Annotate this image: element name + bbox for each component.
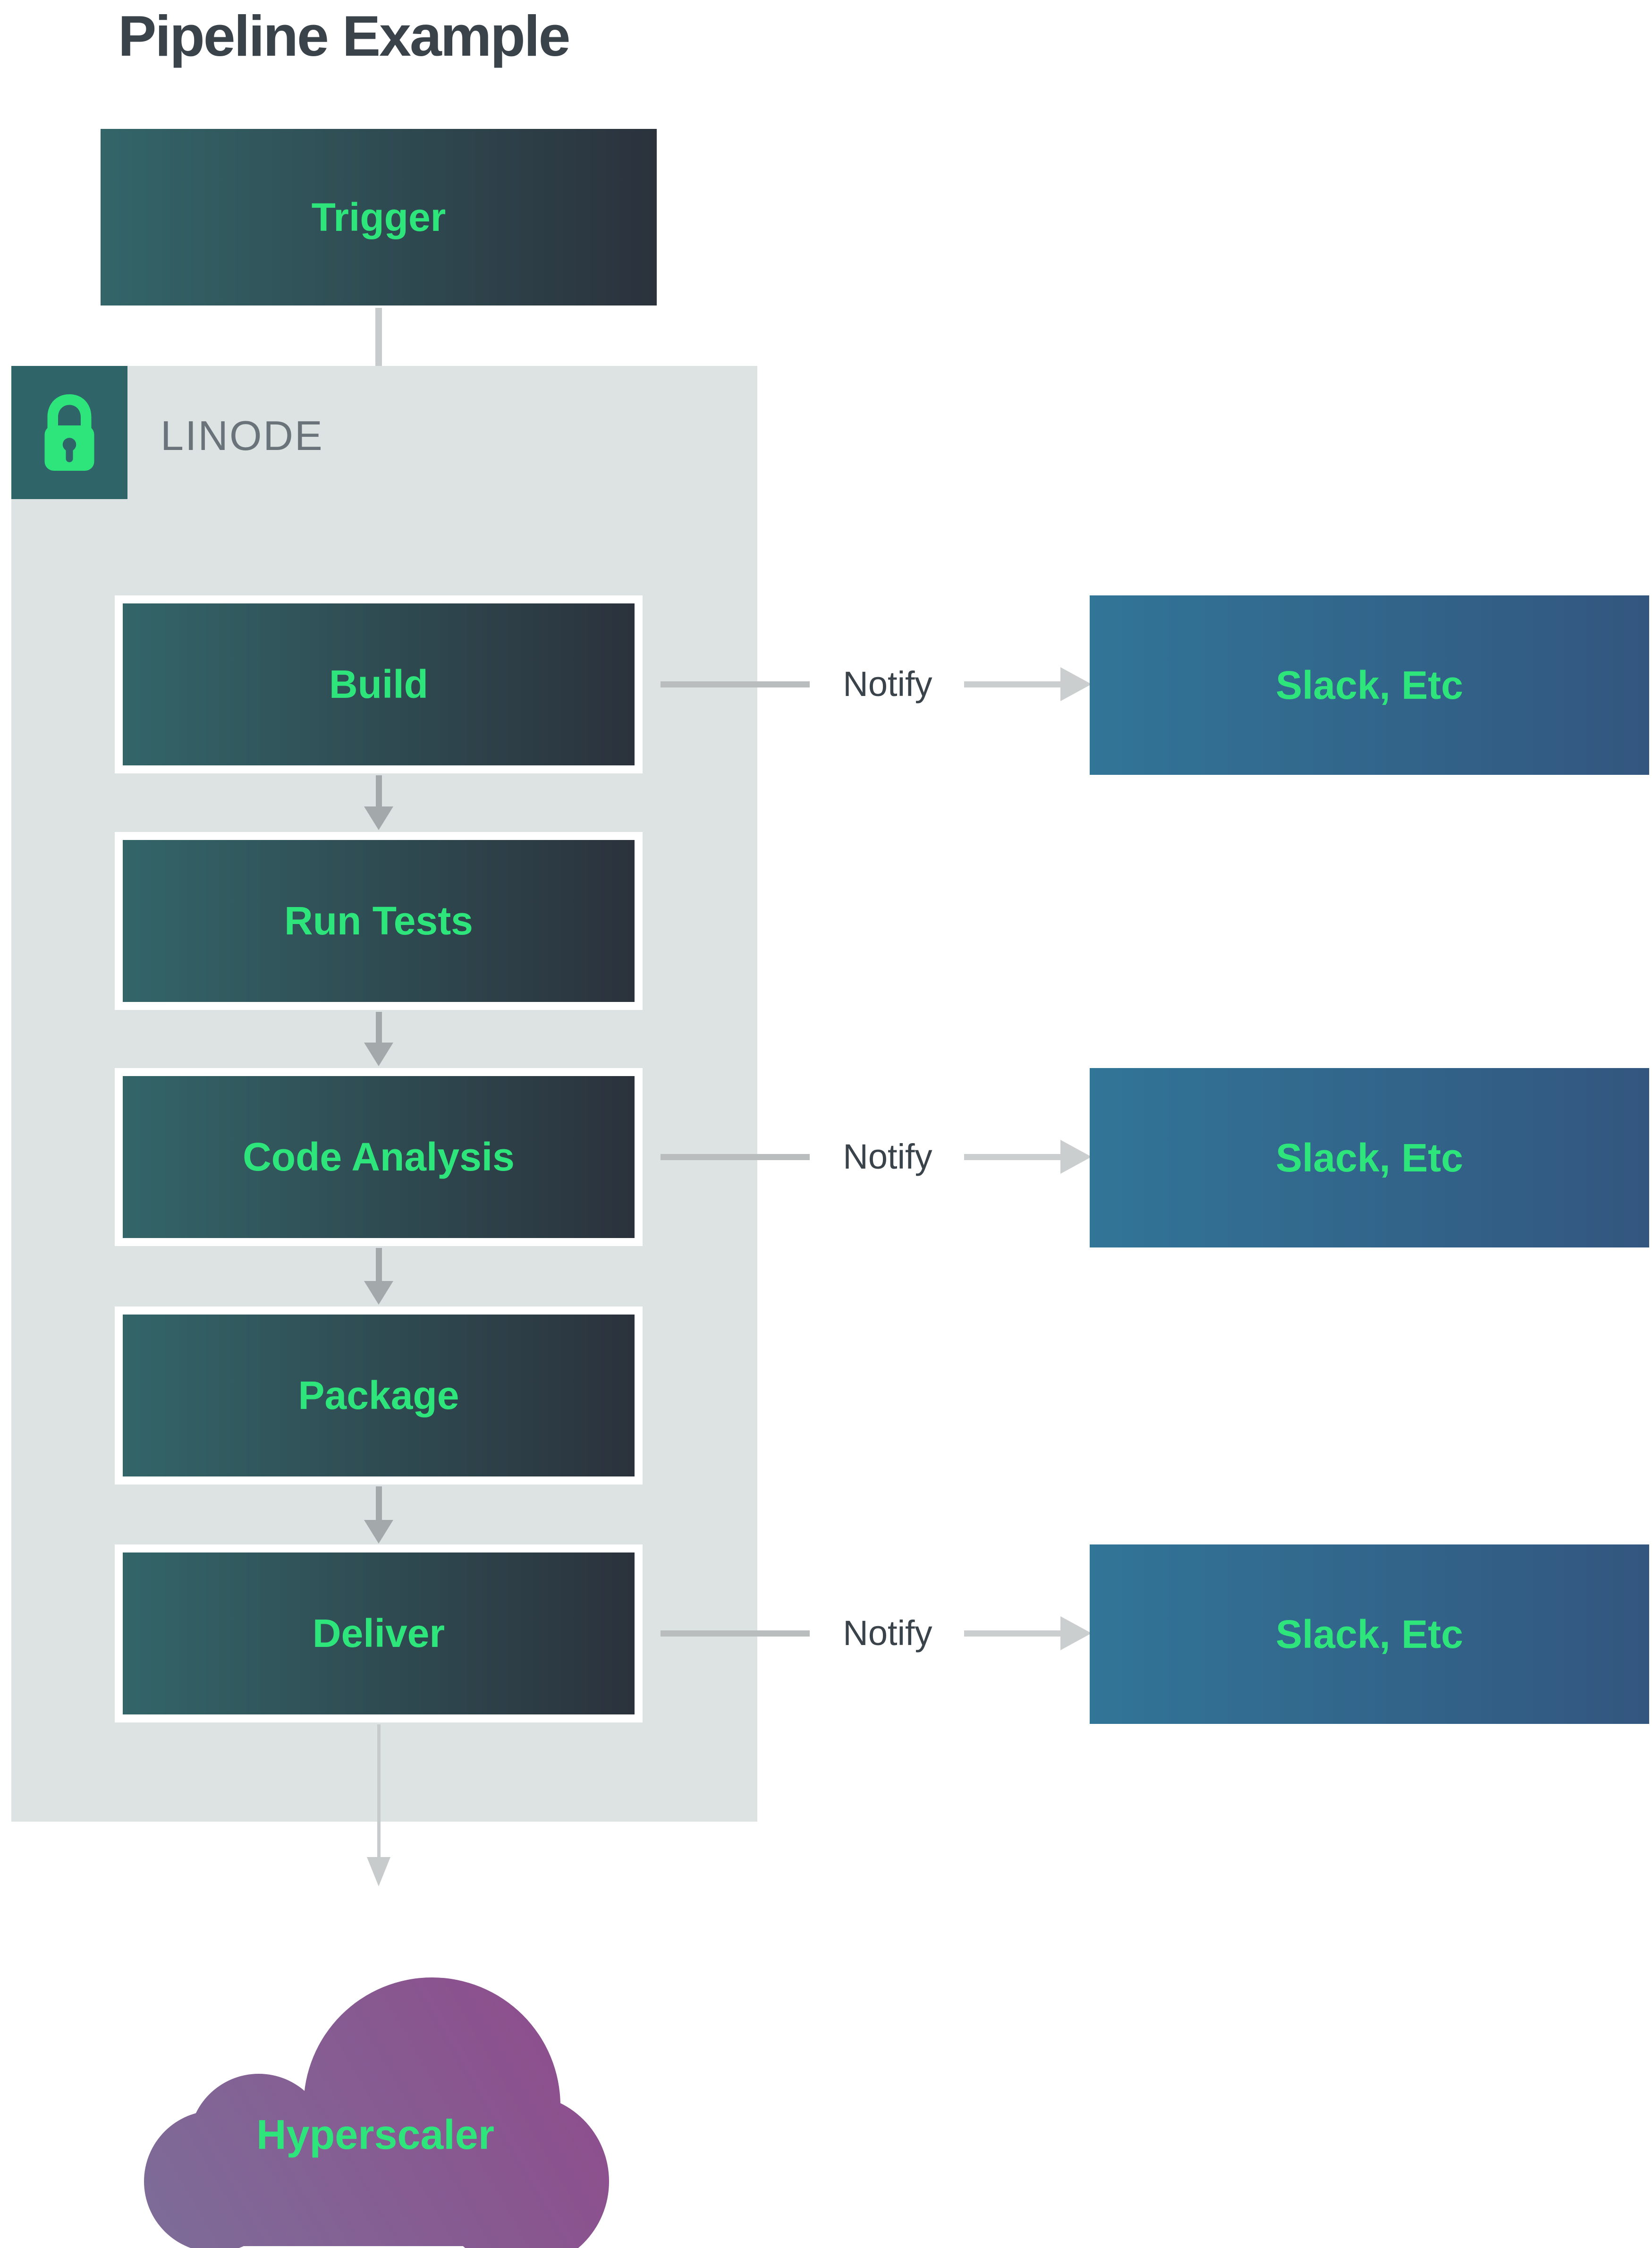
arrow-head-icon [364, 806, 393, 830]
notify-arrow-line [964, 1630, 1062, 1637]
notify-target-label: Slack, Etc [1276, 1612, 1463, 1656]
stage-label: Run Tests [284, 899, 473, 943]
stage-node-package-surface: Package [123, 1315, 635, 1476]
notify-target-label: Slack, Etc [1276, 662, 1463, 707]
notify-target-label: Slack, Etc [1276, 1135, 1463, 1180]
stage-label: Code Analysis [243, 1135, 515, 1179]
cloud-shape [144, 1977, 609, 2248]
stage-label: Package [298, 1373, 459, 1417]
trigger-label: Trigger [311, 195, 446, 239]
stage-node-build: Build [115, 595, 643, 773]
notify-arrow-head-icon [1060, 1140, 1092, 1174]
arrow-line [377, 1724, 381, 1858]
arrow-line [376, 1486, 382, 1521]
stage-label: Deliver [312, 1611, 445, 1655]
page-title: Pipeline Example [118, 4, 571, 68]
arrow-line [376, 1248, 382, 1282]
arrow-line [376, 775, 382, 807]
notify-target-node: Slack, Etc [1090, 1068, 1649, 1247]
arrow-head-icon [364, 1281, 393, 1305]
arrow-head-icon [364, 1043, 393, 1066]
lock-badge [11, 366, 127, 499]
notify-label: Notify [843, 1137, 932, 1176]
stage-node-code-analysis-surface: Code Analysis [123, 1076, 635, 1238]
stage-node-deliver-surface: Deliver [123, 1552, 635, 1714]
notify-connector-line [661, 681, 810, 687]
stage-node-run-tests: Run Tests [115, 832, 643, 1010]
notify-arrow-line [964, 681, 1062, 687]
linode-container-label: LINODE [161, 412, 324, 459]
notify-connector-line [661, 1154, 810, 1160]
notify-target-node: Slack, Etc [1090, 595, 1649, 775]
notify-arrow-head-icon [1060, 1616, 1092, 1650]
arrow-head-icon [367, 1857, 390, 1886]
stage-node-run-tests-surface: Run Tests [123, 840, 635, 1002]
notify-connector-line [661, 1630, 810, 1637]
stage-node-package: Package [115, 1306, 643, 1485]
notify-label: Notify [843, 664, 932, 704]
arrow-head-icon [364, 1520, 393, 1544]
stage-node-deliver: Deliver [115, 1544, 643, 1722]
lock-icon [44, 394, 94, 471]
stage-node-code-analysis: Code Analysis [115, 1068, 643, 1246]
notify-arrow-head-icon [1060, 667, 1092, 701]
arrow-line [376, 1012, 382, 1043]
stage-label: Build [329, 662, 428, 706]
stage-node-build-surface: Build [123, 603, 635, 765]
notify-label: Notify [843, 1613, 932, 1653]
notify-arrow-line [964, 1154, 1062, 1160]
cloud-label: Hyperscaler [256, 2111, 494, 2158]
notify-target-node: Slack, Etc [1090, 1544, 1649, 1724]
trigger-node: Trigger [101, 129, 657, 305]
